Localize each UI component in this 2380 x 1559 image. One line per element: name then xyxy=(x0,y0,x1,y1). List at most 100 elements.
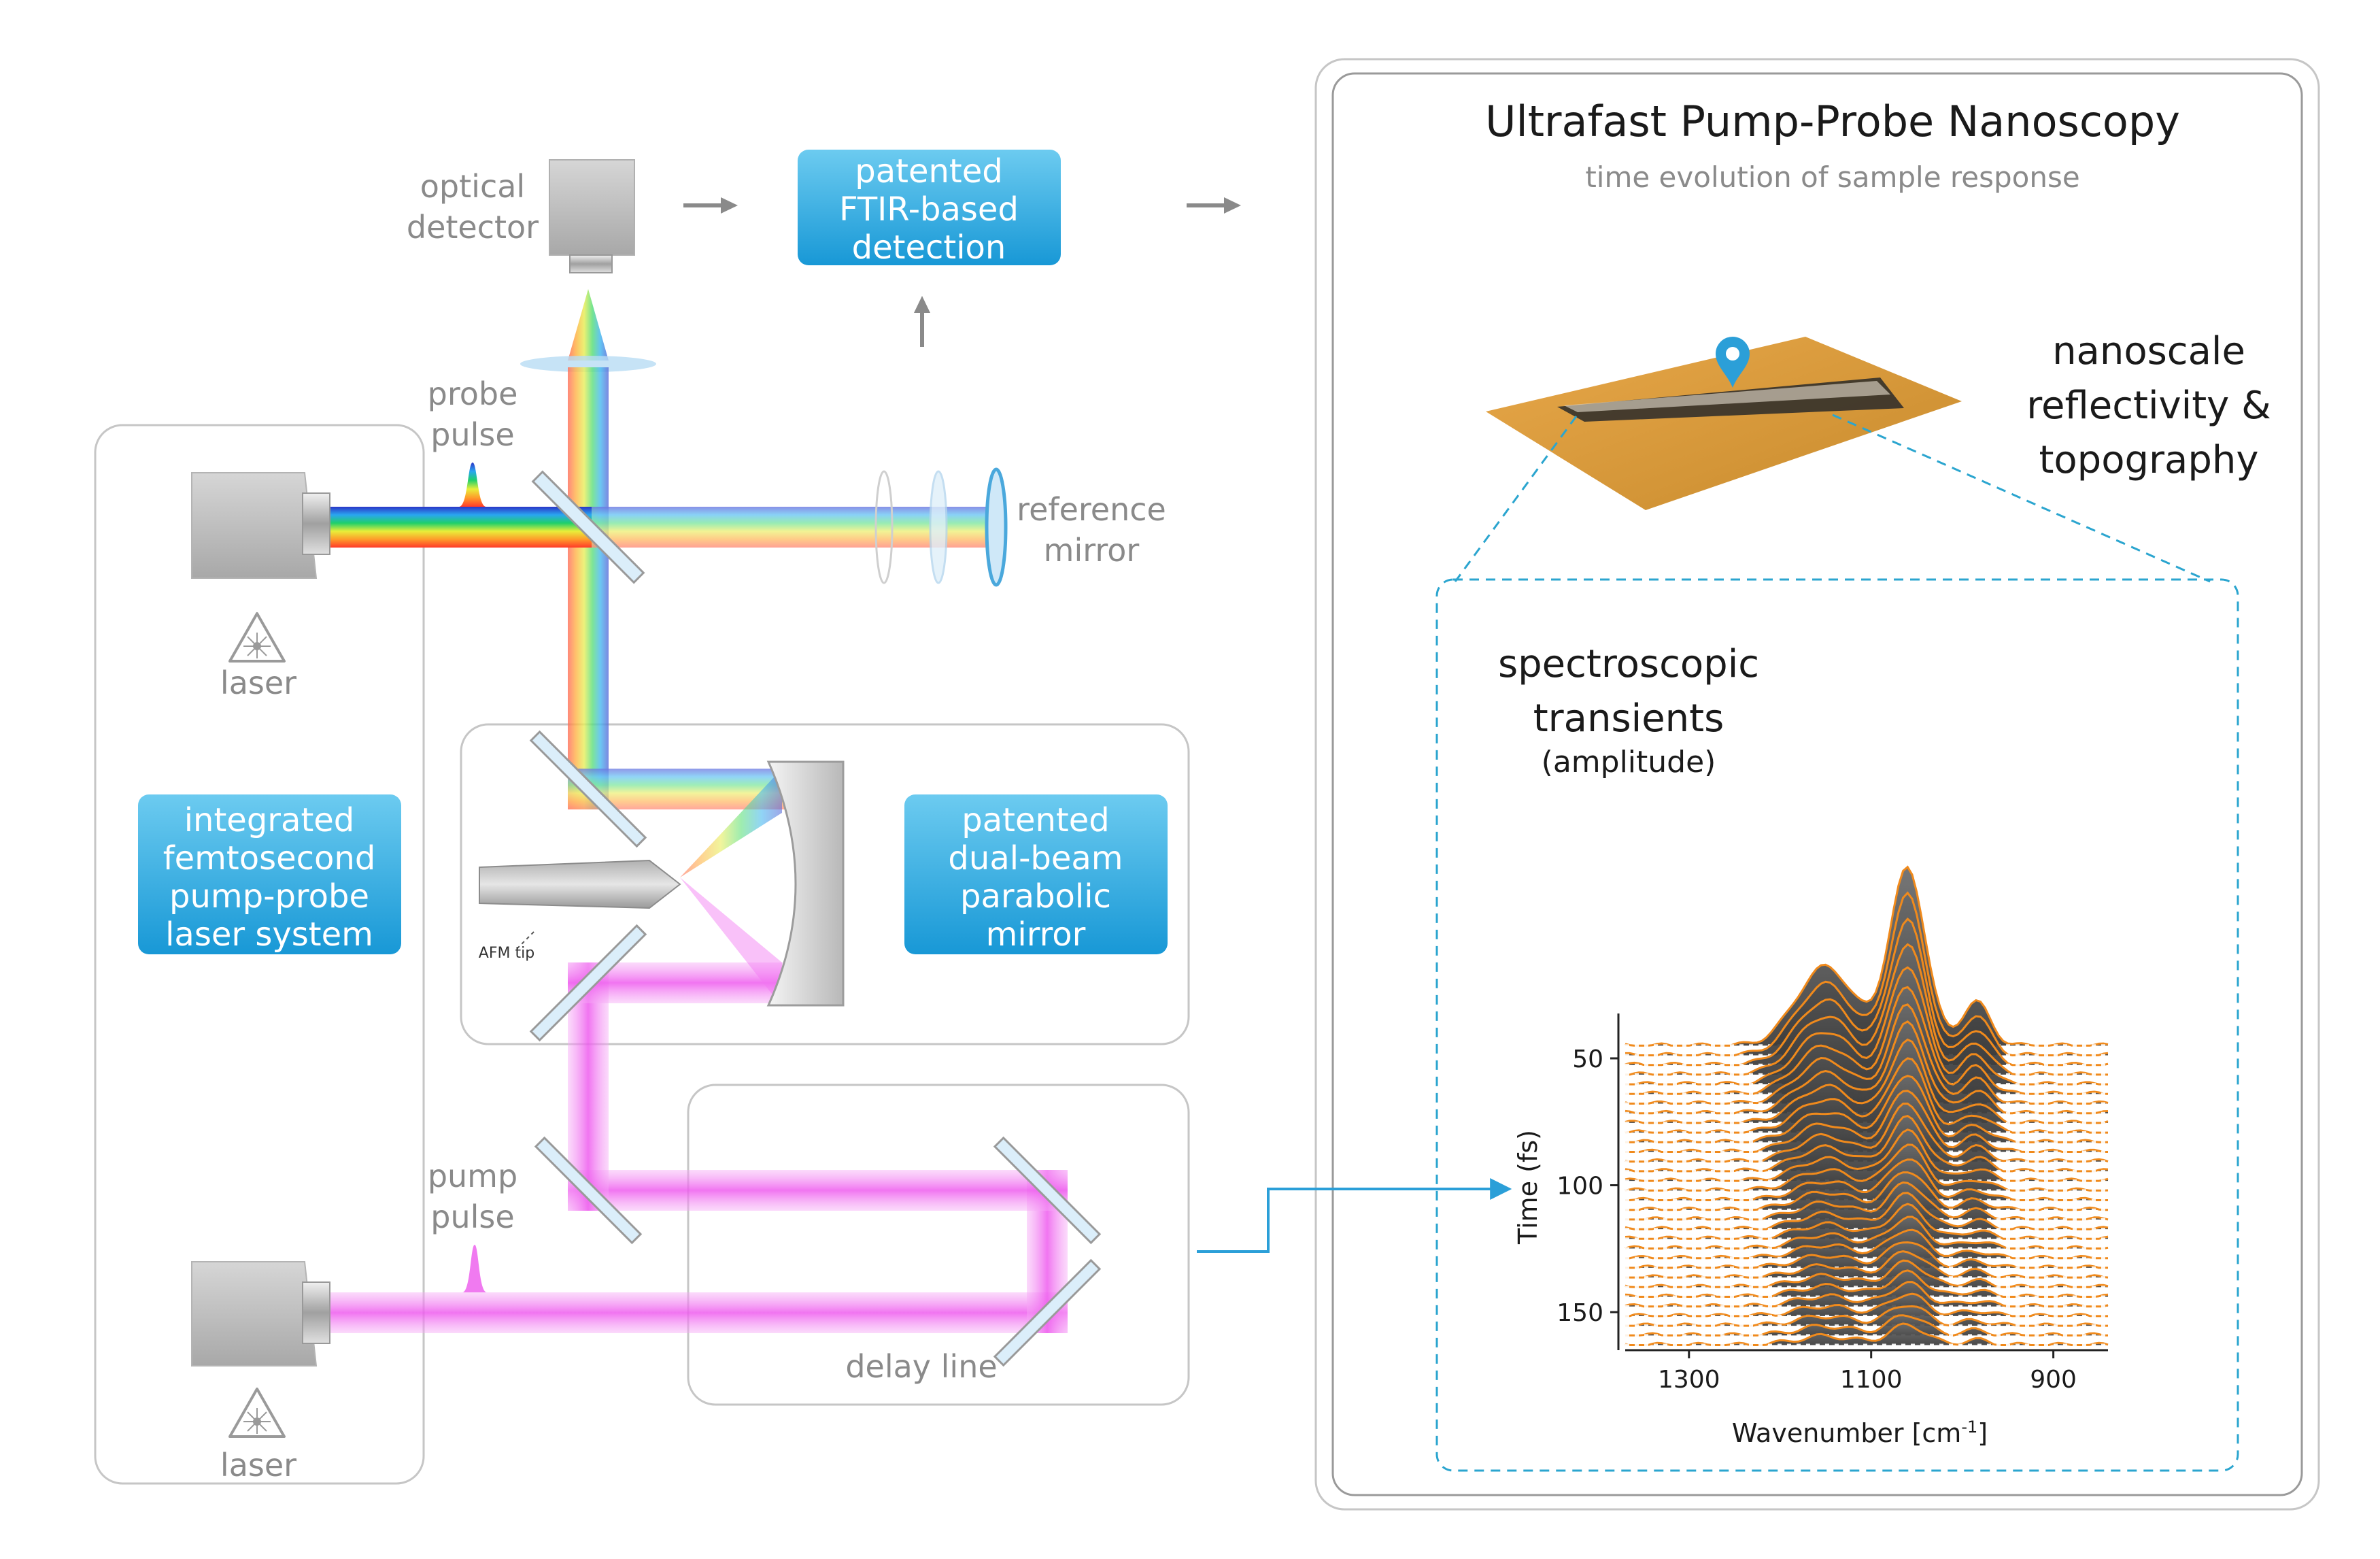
svg-text:femtosecond: femtosecond xyxy=(163,839,376,877)
optical-detector xyxy=(549,159,635,273)
transient-fill xyxy=(1625,892,2108,1056)
transient-fill xyxy=(1625,967,2108,1085)
afm-tip-label: AFM tip xyxy=(479,945,534,962)
svg-text:pulse: pulse xyxy=(430,416,514,453)
probe-focus-fan xyxy=(680,769,782,877)
pump-beam-source xyxy=(320,1292,1068,1333)
pump-focus-fan xyxy=(680,877,782,1007)
transient-fill xyxy=(1625,944,2108,1075)
transient-fill xyxy=(1625,987,2108,1094)
svg-text:pump-probe: pump-probe xyxy=(169,877,369,916)
transient-fill xyxy=(1625,1323,2108,1345)
x-tick-label: 1100 xyxy=(1840,1366,1903,1394)
transient-fill xyxy=(1625,1281,2108,1307)
transient-fill xyxy=(1625,1021,2108,1113)
x-tick-label: 900 xyxy=(2030,1366,2077,1394)
beam-splitter xyxy=(531,470,645,584)
transient-fill xyxy=(1625,1144,2108,1191)
transient-fill xyxy=(1625,1116,2108,1171)
afm-tip xyxy=(479,859,681,909)
projection-line-right xyxy=(1832,414,2211,583)
pump-pulse-label: pump pulse xyxy=(428,1158,517,1235)
chart-frame xyxy=(1435,578,2239,1472)
transients-label: spectroscopic transients (amplitude) xyxy=(1498,642,1759,780)
nanoscale-label: nanoscale reflectivity & topography xyxy=(2026,329,2271,482)
delay-mirror-bottom xyxy=(993,1258,1102,1367)
reference-mirror xyxy=(985,467,1008,587)
probe-pulse-icon xyxy=(459,463,486,507)
svg-text:reflectivity &: reflectivity & xyxy=(2026,384,2271,428)
optical-detector-label: optical detector xyxy=(407,168,539,246)
right-panel-outer xyxy=(1314,58,2320,1511)
svg-text:spectroscopic: spectroscopic xyxy=(1498,642,1759,686)
svg-text:detection: detection xyxy=(852,229,1006,267)
right-panel-inner xyxy=(1331,72,2303,1496)
detector-lens xyxy=(520,356,656,372)
laser-warning-icon xyxy=(228,612,286,663)
y-tick-label: 150 xyxy=(1557,1299,1603,1327)
transient-trace xyxy=(1625,1192,2109,1230)
microscope-frame xyxy=(460,723,1190,1045)
transient-fill xyxy=(1625,1216,2108,1249)
svg-text:reference: reference xyxy=(1017,491,1166,528)
parabolic-mirror xyxy=(766,760,845,1007)
svg-text:transients: transients xyxy=(1533,697,1724,741)
transient-trace xyxy=(1625,1020,2109,1115)
reference-lens-2 xyxy=(929,470,948,584)
transient-trace xyxy=(1625,1114,2109,1173)
panel-title: Ultrafast Pump-Probe Nanoscopy xyxy=(1485,97,2180,146)
arrow-right-icon xyxy=(683,197,738,214)
laser-top xyxy=(191,472,330,579)
transient-fill xyxy=(1625,1270,2108,1297)
mirror-upper-left xyxy=(529,730,647,848)
delay-line-frame xyxy=(687,1084,1190,1406)
transient-fill xyxy=(1625,1129,2108,1181)
chart-xlabel: Wavenumber [cm-1] xyxy=(1732,1418,1988,1448)
laser-top-label: laser xyxy=(220,665,296,701)
laser-system-frame xyxy=(94,424,425,1485)
transient-trace xyxy=(1625,1203,2109,1240)
svg-text:nanoscale: nanoscale xyxy=(2052,329,2245,373)
svg-text:patented: patented xyxy=(962,801,1109,839)
transient-fill xyxy=(1625,1039,2108,1123)
svg-text:parabolic: parabolic xyxy=(960,877,1111,916)
transient-fill xyxy=(1625,1103,2108,1162)
laser-bottom-label: laser xyxy=(220,1447,296,1483)
y-tick-label: 50 xyxy=(1572,1045,1603,1073)
sample-topography xyxy=(1486,337,1962,510)
transient-trace xyxy=(1625,865,2109,1047)
transient-fill xyxy=(1625,1182,2108,1220)
svg-text:topography: topography xyxy=(2039,438,2258,482)
chart-ylabel: Time (fs) xyxy=(1513,1130,1543,1245)
parabolic-box-text: patented dual-beam parabolic mirror xyxy=(948,801,1123,954)
svg-text:laser system: laser system xyxy=(165,916,373,954)
svg-text:dual-beam: dual-beam xyxy=(948,839,1123,877)
svg-text:detector: detector xyxy=(407,209,539,246)
laser-bottom xyxy=(191,1261,330,1367)
connector-arrow xyxy=(1197,1178,1512,1253)
transient-trace xyxy=(1625,1038,2109,1124)
probe-beam-source xyxy=(320,507,592,548)
transient-fill xyxy=(1625,1004,2108,1104)
delay-mirror-top xyxy=(993,1136,1102,1245)
reference-mirror-label: reference mirror xyxy=(1017,491,1166,569)
delay-line-label: delay line xyxy=(845,1348,997,1385)
transient-fill xyxy=(1625,867,2108,1046)
svg-text:(amplitude): (amplitude) xyxy=(1542,745,1716,780)
mirror-lower-left xyxy=(529,924,647,1042)
pump-pulse-icon xyxy=(462,1245,487,1292)
transient-fill xyxy=(1625,1058,2108,1133)
y-tick-label: 100 xyxy=(1557,1173,1603,1201)
mirror-pump-turn xyxy=(534,1136,643,1245)
svg-text:integrated: integrated xyxy=(184,801,355,839)
transient-trace xyxy=(1625,891,2109,1057)
arrow-up-icon xyxy=(914,296,930,347)
ftir-box-text: patented FTIR-based detection xyxy=(839,152,1019,267)
location-pin-icon xyxy=(1716,337,1750,388)
transient-fill xyxy=(1625,919,2108,1065)
probe-beam-vertical xyxy=(568,367,609,809)
laser-system-box xyxy=(138,794,401,954)
svg-text:pump: pump xyxy=(428,1158,517,1194)
parabolic-box xyxy=(904,794,1168,954)
